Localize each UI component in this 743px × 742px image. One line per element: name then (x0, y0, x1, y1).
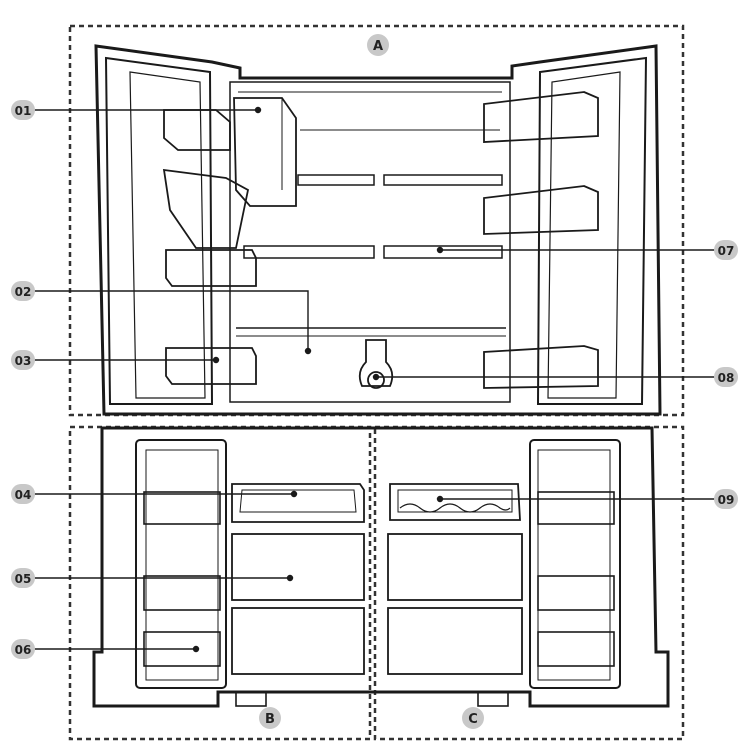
right-door-bin-1 (483, 91, 599, 143)
left-drawer-upper (231, 533, 365, 601)
callout-06-badge (11, 639, 35, 659)
zone-a-badge (367, 34, 389, 56)
shelf-mid-right (383, 245, 503, 259)
left-top-tray (231, 483, 365, 523)
lower-left-door (135, 439, 227, 689)
left-drawer-lower (231, 607, 365, 675)
zone-b-label: B (265, 712, 275, 727)
callout-05-badge (11, 568, 35, 588)
lower-left-bin-2 (143, 575, 221, 611)
zone-a-label: A (373, 39, 383, 54)
right-door-bin-3 (483, 345, 599, 389)
lower-right-bin-1 (537, 491, 615, 525)
shelf-top-left (297, 174, 375, 186)
leader-lines (34, 106, 716, 653)
callout-01-badge (11, 100, 35, 120)
callout-04-badge (11, 484, 35, 504)
ice-maker (233, 97, 297, 207)
shelf-mid-left (243, 245, 375, 259)
callout-05-label: 05 (15, 572, 32, 586)
shelf-top-right (383, 174, 503, 186)
right-door-inner (547, 71, 621, 399)
callout-02-badge (11, 281, 35, 301)
zone-a-boundary (68, 24, 685, 417)
fridge-lower (92, 426, 670, 708)
lower-right-bin-2 (537, 575, 615, 611)
callout-03-badge (11, 350, 35, 370)
lower-right-door (529, 439, 621, 689)
left-door-inner (129, 71, 206, 399)
callout-badges: 01 02 03 04 05 06 07 08 09 (11, 100, 738, 659)
callout-01-label: 01 (15, 104, 32, 118)
callout-07-label: 07 (718, 244, 735, 258)
callout-08-label: 08 (718, 371, 735, 385)
water-filter (358, 339, 394, 387)
fridge-upper-outline (94, 44, 662, 416)
callout-03-label: 03 (15, 354, 32, 368)
right-drawer-lower (387, 607, 523, 675)
leader-02 (34, 290, 309, 351)
callout-09-badge (714, 489, 738, 509)
lower-right-bin-3 (537, 631, 615, 667)
right-drawer-upper (387, 533, 523, 601)
callout-02-label: 02 (15, 285, 32, 299)
left-door-bin-2 (165, 249, 257, 287)
left-door-dispenser (162, 168, 250, 249)
cabinet-interior (229, 81, 511, 403)
lower-left-bin-1 (143, 491, 221, 525)
ice-tray (389, 483, 521, 521)
callout-08-badge (714, 367, 738, 387)
callout-06-label: 06 (15, 643, 32, 657)
callout-09-label: 09 (718, 493, 735, 507)
left-door-bin-1 (163, 109, 231, 151)
right-door-bin-2 (483, 185, 599, 235)
fridge-upper (94, 44, 662, 416)
callout-04-label: 04 (15, 488, 32, 502)
zone-c-label: C (468, 712, 478, 727)
left-door-bin-3 (165, 347, 257, 385)
zone-badges: A B C (259, 34, 484, 729)
right-door-panel (536, 56, 648, 405)
fridge-lower-outline (92, 426, 670, 708)
left-door-panel (104, 56, 214, 405)
callout-07-badge (714, 240, 738, 260)
zone-b-badge (259, 707, 281, 729)
zone-c-badge (462, 707, 484, 729)
